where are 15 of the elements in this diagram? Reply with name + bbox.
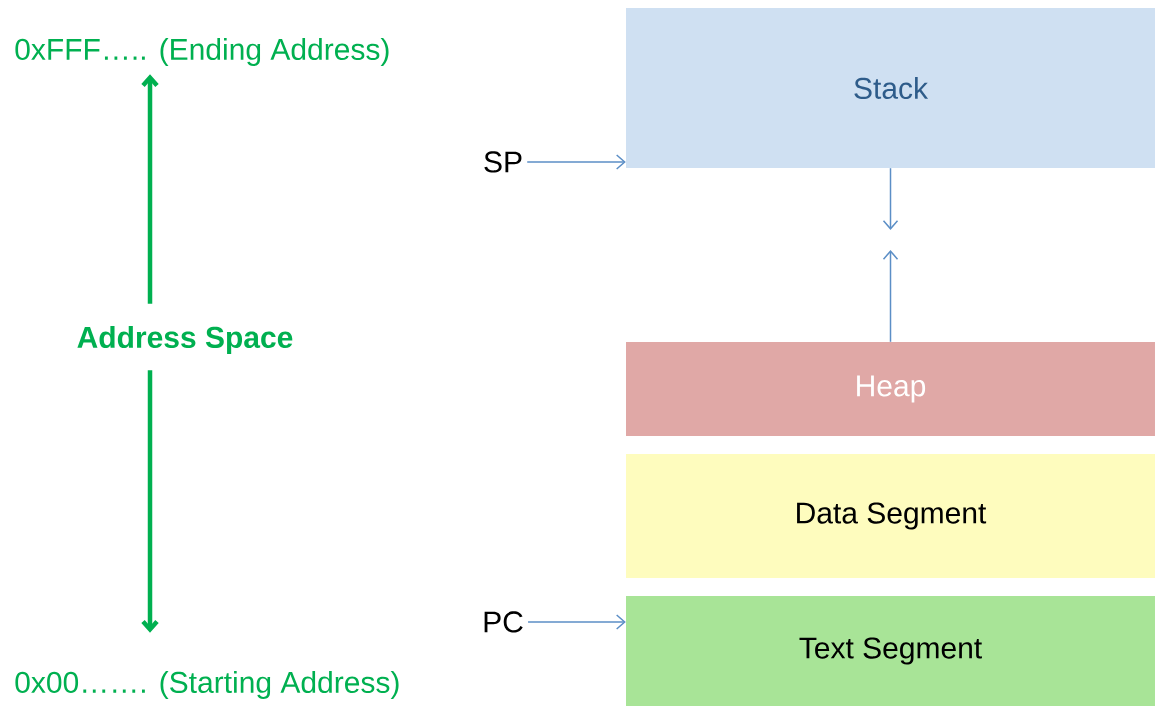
arrow bbox=[882, 167, 899, 230]
memory-segment-box: Heap bbox=[626, 342, 1155, 436]
memory-segment-box: Data Segment bbox=[626, 454, 1155, 578]
label-text: 0xFFF….. (Ending Address) bbox=[15, 38, 389, 66]
label-text: PC bbox=[484, 611, 523, 633]
memory-segment-box: Stack bbox=[626, 8, 1155, 168]
label-text: Address Space bbox=[77, 326, 293, 354]
arrow bbox=[526, 154, 626, 170]
arrow bbox=[527, 614, 626, 630]
arrow bbox=[141, 74, 159, 304]
arrow bbox=[141, 370, 159, 633]
memory-segment-box: Text Segment bbox=[626, 596, 1155, 706]
label-text: 0x00……. (Starting Address) bbox=[15, 671, 399, 699]
arrow bbox=[882, 250, 899, 343]
label-text: SP bbox=[484, 151, 522, 173]
